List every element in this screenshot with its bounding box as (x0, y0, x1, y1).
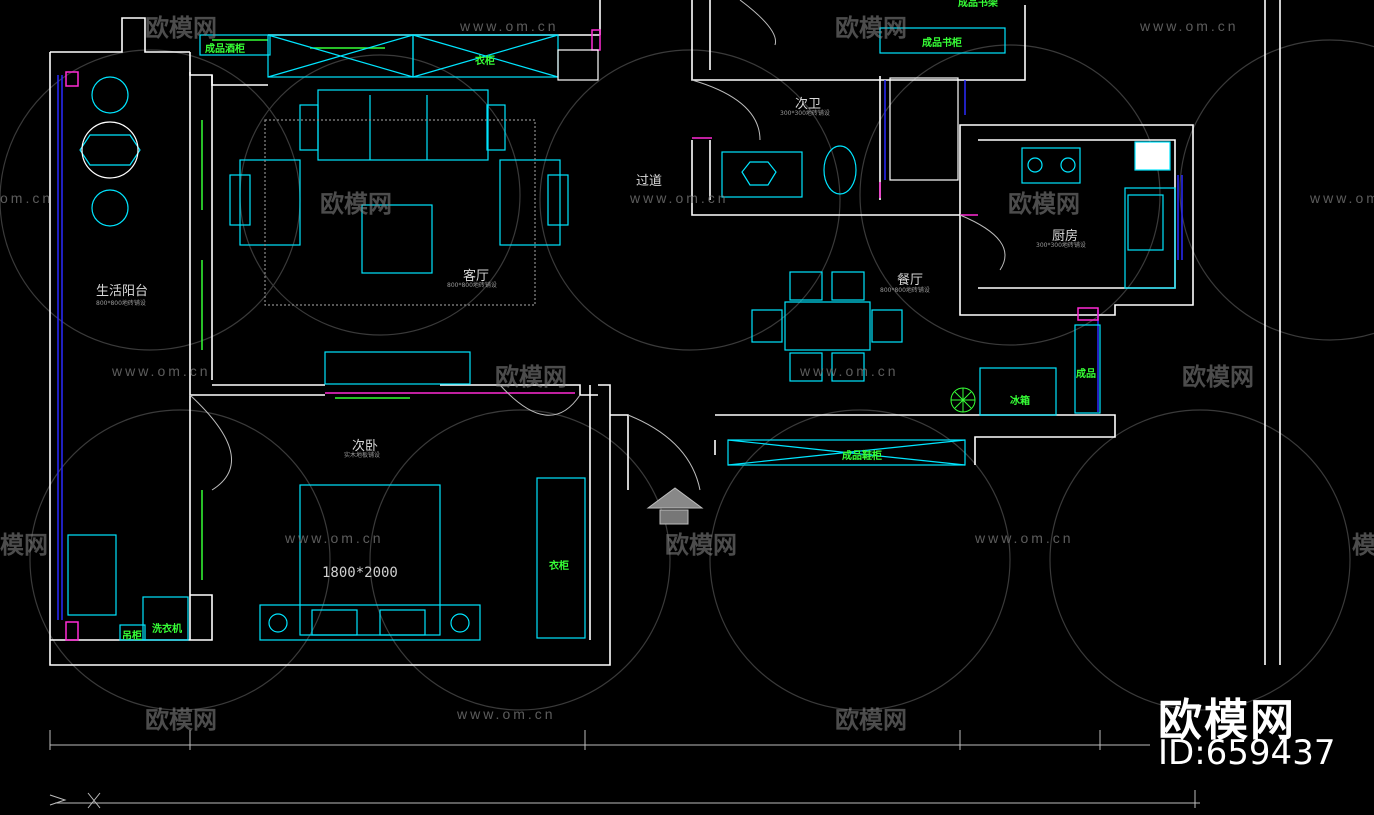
watermark-logo: 欧模网 (665, 531, 737, 559)
watermark-logo: 欧模网 (145, 14, 217, 42)
watermark-logo: 欧模网 (320, 190, 392, 218)
watermark-site: www.om.cn (975, 530, 1074, 546)
label-fridge: 冰箱 (1010, 396, 1030, 407)
watermark-site: www.om.cn (457, 706, 556, 722)
dimension-lines (49, 730, 1200, 809)
watermark-site: www.om.cn (460, 18, 559, 34)
watermark-logo: 欧模网 (835, 14, 907, 42)
watermark-site: www.om.cn (800, 363, 899, 379)
label-wardrobe: 衣柜 (549, 561, 569, 572)
watermark-logo: 模网 (1352, 531, 1374, 559)
tile-note-balcony: 800*800地砖铺设 (96, 300, 146, 307)
room-label-kitchen: 厨房 (1052, 229, 1079, 244)
tile-note-kitchen: 300*300地砖铺设 (1036, 242, 1086, 249)
watermark-logo: 欧模网 (835, 706, 907, 734)
room-label-second-bath: 次卫 (795, 97, 822, 112)
label-hanging-cabinet: 吊柜 (122, 631, 142, 642)
door-swings (189, 0, 1006, 491)
watermark-logo: 欧模网 (1008, 190, 1080, 218)
watermark-site: www.om.cn (285, 530, 384, 546)
plant-icon (950, 387, 976, 413)
room-label-balcony: 生活阳台 (96, 284, 149, 299)
brand-logo: 欧模网 (1158, 695, 1296, 746)
label-bookshelf-top: 成品书柜 (922, 38, 962, 49)
watermark-site: www.om.cn (1310, 190, 1374, 206)
label-washer: 洗衣机 (152, 624, 182, 635)
green-lines (201, 39, 410, 580)
walls (49, 0, 1281, 666)
watermark-site: om.cn (0, 190, 54, 206)
room-label-corridor: 过道 (636, 174, 663, 189)
entry-icon (646, 487, 704, 525)
label-bookshelf-cut: 成品书架 (958, 0, 998, 9)
watermark-site: www.om.cn (1140, 18, 1239, 34)
watermark-logo: 模网 (0, 531, 48, 559)
room-label-second-bedroom: 次卧 (352, 439, 379, 454)
label-display-cabinet: 成品酒柜 (205, 44, 245, 55)
watermark-site: www.om.cn (630, 190, 729, 206)
watermark-logo: 欧模网 (1182, 363, 1254, 391)
tile-note-bath: 300*300地砖铺设 (780, 110, 830, 117)
label-shoe-cabinet: 成品鞋柜 (842, 451, 882, 462)
windows (57, 75, 1183, 620)
label-wardrobe-top: 衣柜 (475, 56, 495, 67)
tile-note-living: 800*800地砖铺设 (447, 282, 497, 289)
accent-marks (65, 29, 1099, 641)
brand-id: ID:659437 (1158, 733, 1336, 773)
label-cabinet-right: 成品 (1076, 369, 1096, 380)
watermark-site: www.om.cn (112, 363, 211, 379)
tile-note-dining: 800*800地砖铺设 (880, 287, 930, 294)
watermark-logo: 欧模网 (145, 706, 217, 734)
label-bed-size: 1800*2000 (322, 565, 398, 581)
tile-note-bedroom: 实木地板铺设 (344, 452, 381, 459)
room-label-living: 客厅 (463, 269, 490, 284)
watermark-logo: 欧模网 (495, 363, 567, 391)
furniture (67, 27, 1176, 641)
room-label-dining: 餐厅 (897, 273, 924, 288)
